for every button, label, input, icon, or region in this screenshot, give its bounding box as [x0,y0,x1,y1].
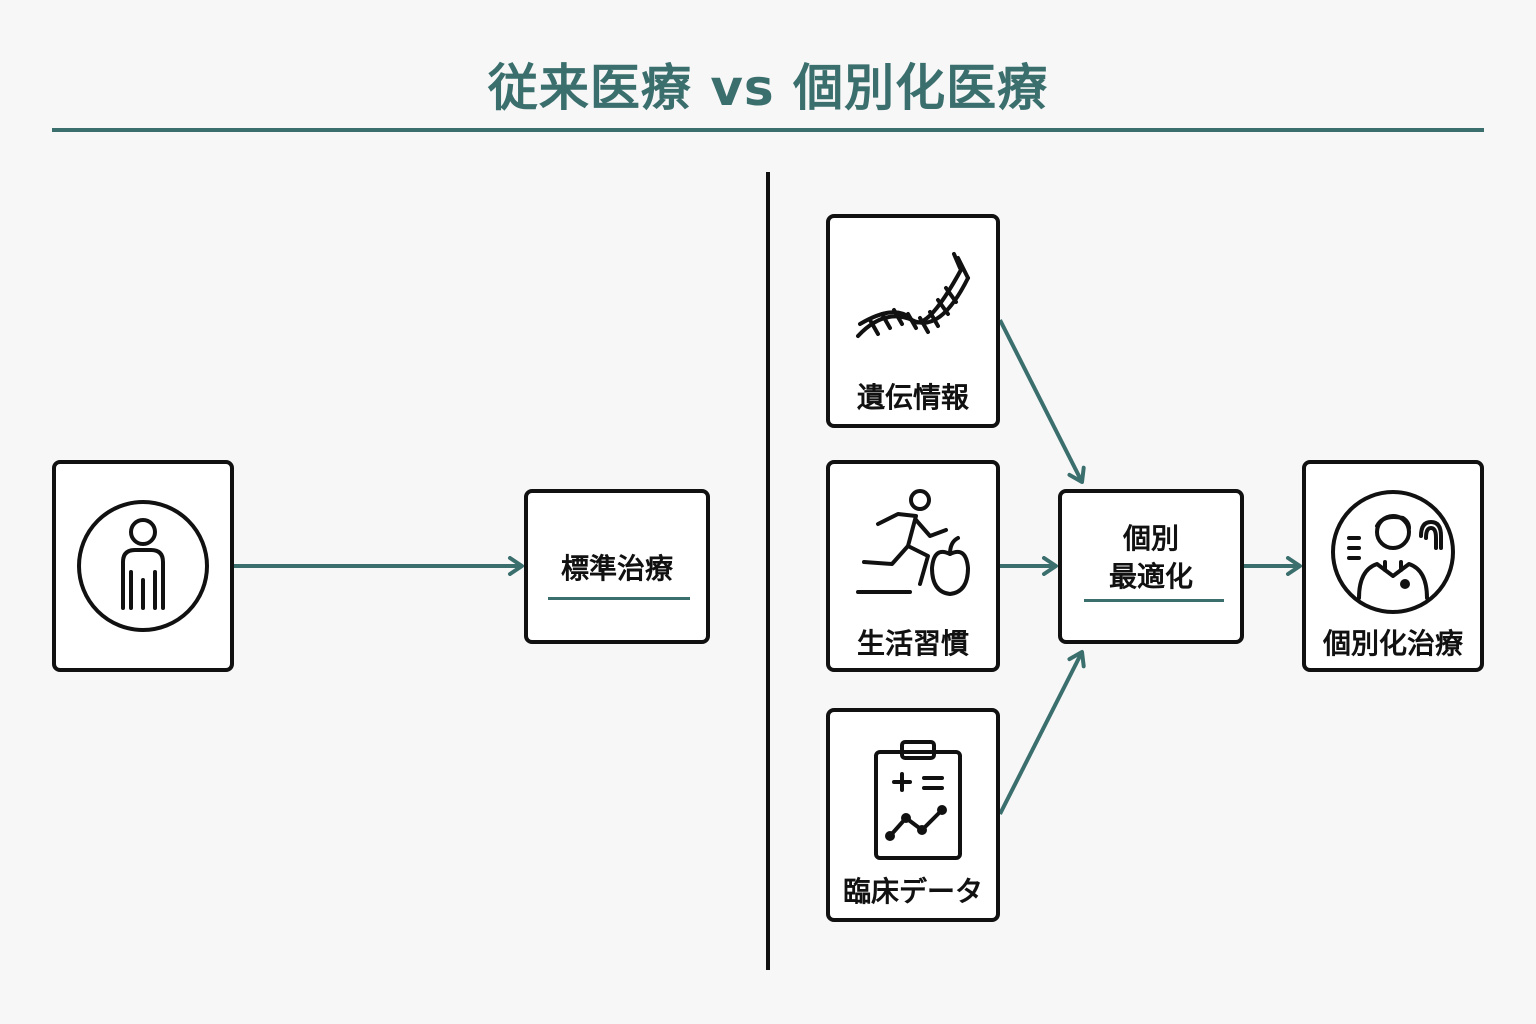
center-divider [766,172,770,970]
person-icon [77,500,209,632]
arrow-genetic-to-optimize [998,319,1086,484]
standard-treatment-box: 標準治療 [524,489,710,644]
optimization-box: 個別 最適化 [1058,489,1244,644]
lifestyle-label: 生活習慣 [856,627,969,660]
title-rule [52,128,1484,132]
standard-treatment-label: 標準治療 [560,552,673,585]
patient-box [52,460,234,672]
genetic-info-box: 遺伝情報 [826,214,1000,428]
optimization-underline [1084,599,1224,602]
patient-fingerprint-icon [1331,490,1455,614]
dna-icon [856,252,970,338]
runner-apple-icon [856,489,970,596]
lifestyle-box: 生活習慣 [826,460,1000,672]
personalized-treatment-box: 個別化治療 [1302,460,1484,672]
standard-treatment-underline [548,597,690,600]
optimization-label-line2: 最適化 [1108,560,1193,593]
genetic-info-label: 遺伝情報 [856,381,969,414]
arrow-clinical-to-optimize [998,650,1086,815]
clinical-data-box: 臨床データ [826,708,1000,922]
personalized-treatment-label: 個別化治療 [1322,627,1463,660]
optimization-label-line1: 個別 [1122,522,1179,555]
clinical-data-label: 臨床データ [842,875,983,908]
clipboard-chart-icon [874,740,962,860]
page-title: 従来医療 vs 個別化医療 [487,59,1049,117]
